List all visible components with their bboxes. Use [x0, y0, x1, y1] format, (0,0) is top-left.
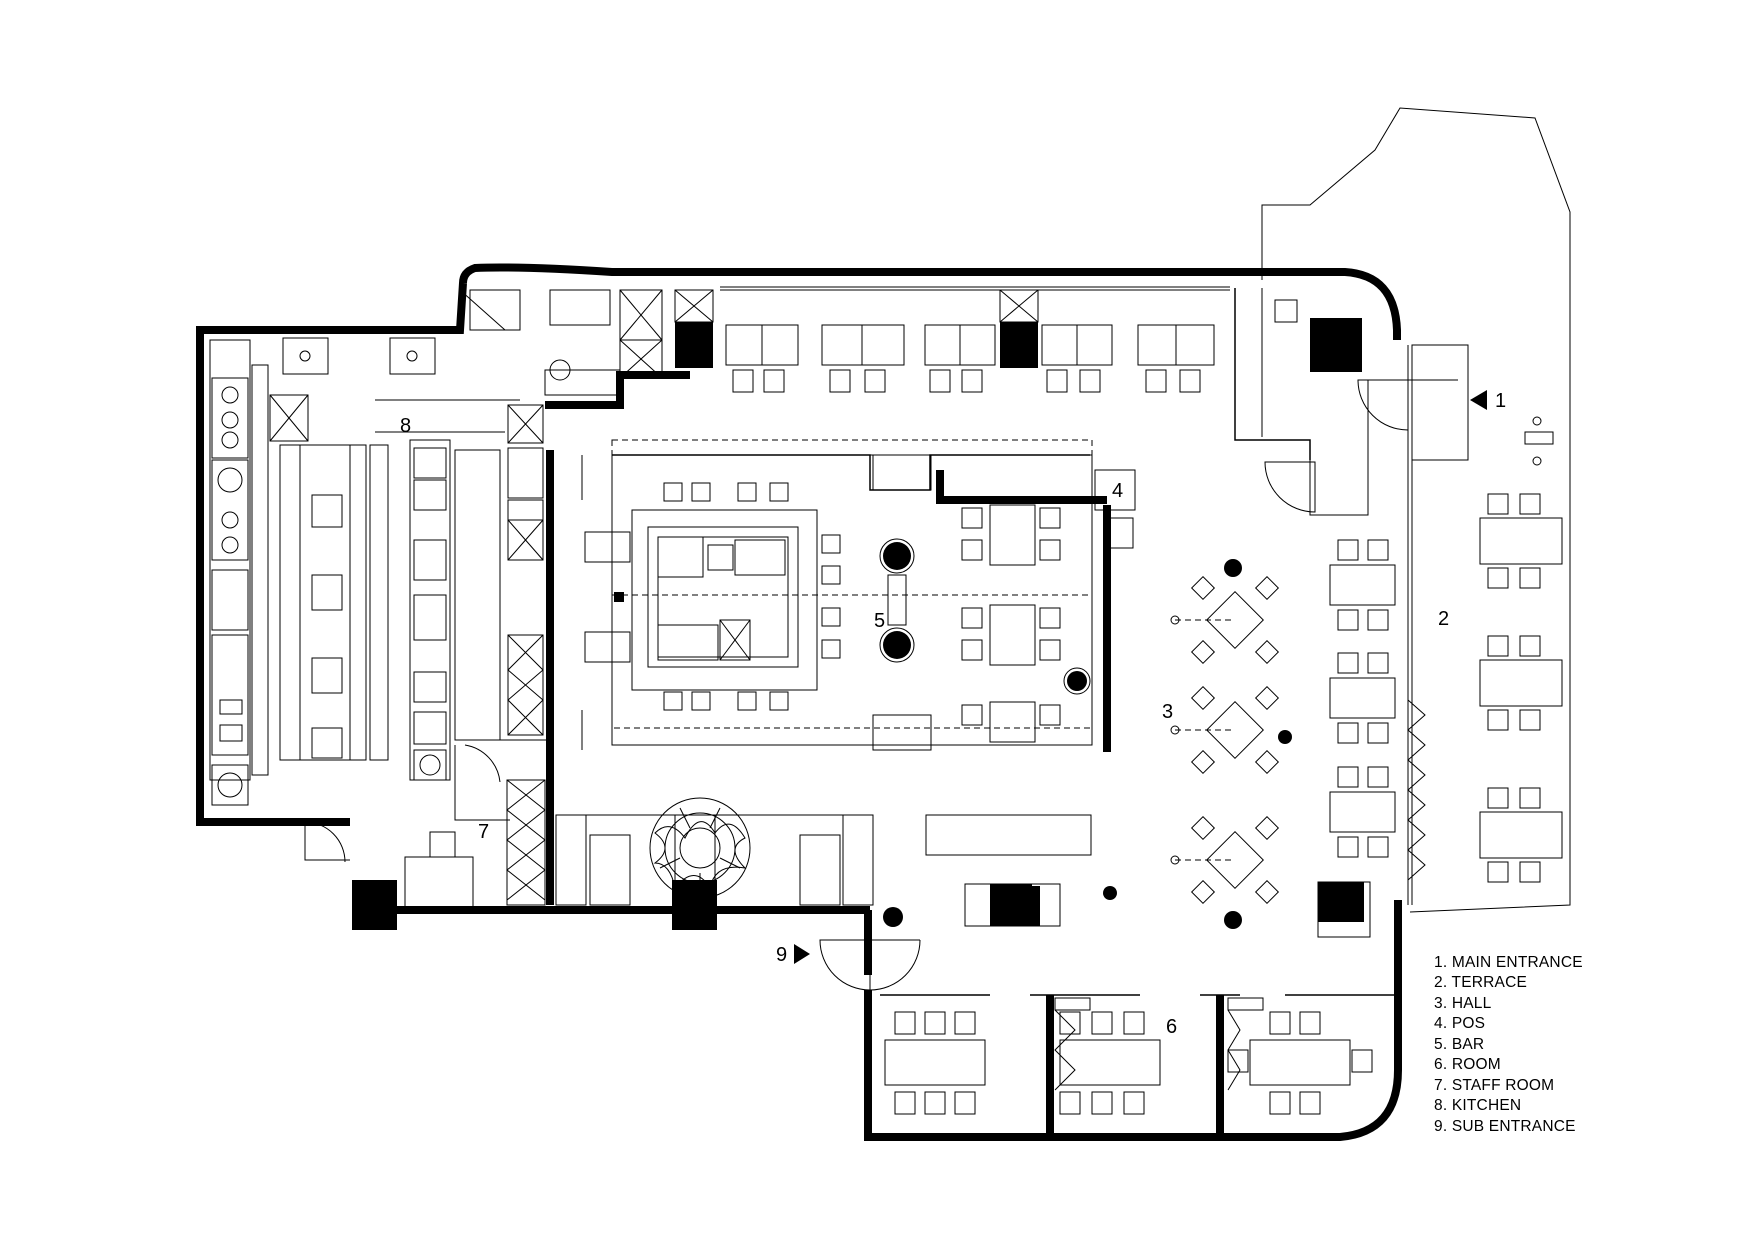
table [1479, 787, 1563, 883]
diamond-table [1170, 685, 1280, 775]
label-hall: 3 [1162, 701, 1173, 723]
triangle-arrow-icon [794, 944, 810, 964]
table [1479, 493, 1563, 589]
legend-item: 3. HALL [1434, 995, 1492, 1012]
label-sub-entrance: 9 [776, 944, 787, 966]
table [1329, 766, 1396, 858]
bar-area [581, 439, 1136, 751]
table [1479, 635, 1563, 731]
legend-item: 5. BAR [1434, 1036, 1484, 1053]
hall-area [555, 539, 1396, 938]
bar-storage [507, 404, 544, 736]
legend-item: 2. TERRACE [1434, 974, 1527, 991]
label-kitchen: 8 [400, 415, 411, 437]
legend-item: 6. ROOM [1434, 1056, 1501, 1073]
exterior-walls [196, 263, 1402, 1141]
table [1227, 1011, 1373, 1115]
rooms-area [880, 994, 1400, 1137]
label-room: 6 [1166, 1016, 1177, 1038]
table [961, 604, 1061, 666]
label-staff-room: 7 [478, 821, 489, 843]
kitchen-area [209, 289, 663, 806]
table [1041, 324, 1113, 393]
table [821, 324, 905, 393]
legend: 1. MAIN ENTRANCE 2. TERRACE 3. HALL 4. P… [1434, 954, 1583, 1135]
table [1329, 539, 1396, 631]
table [1059, 1011, 1161, 1115]
diamond-table [1170, 815, 1280, 905]
legend-item: 4. POS [1434, 1015, 1485, 1032]
top-dining-row [674, 286, 1230, 393]
tree-icon [649, 797, 751, 899]
legend-item: 1. MAIN ENTRANCE [1434, 954, 1583, 971]
legend-item: 9. SUB ENTRANCE [1434, 1118, 1576, 1135]
bar-stools [663, 482, 841, 711]
table [1137, 324, 1215, 393]
table [725, 324, 799, 393]
staff-room-area [304, 739, 550, 908]
label-bar: 5 [874, 610, 885, 632]
label-pos: 4 [1112, 480, 1123, 502]
table [961, 701, 1061, 743]
label-terrace: 2 [1438, 608, 1449, 630]
legend-item: 7. STAFF ROOM [1434, 1077, 1554, 1094]
table [1329, 652, 1396, 744]
legend-item: 8. KITCHEN [1434, 1097, 1521, 1114]
triangle-arrow-icon [1470, 390, 1487, 410]
table [961, 504, 1061, 566]
sub-entrance-door [819, 939, 921, 991]
label-main-entrance: 1 [1495, 390, 1506, 412]
main-entrance [1234, 288, 1458, 516]
terrace-tables [1479, 416, 1563, 883]
terrace-area [1261, 107, 1571, 913]
diamond-table [1170, 575, 1280, 665]
table [924, 324, 996, 393]
table [884, 1011, 986, 1115]
columns [352, 318, 1364, 930]
